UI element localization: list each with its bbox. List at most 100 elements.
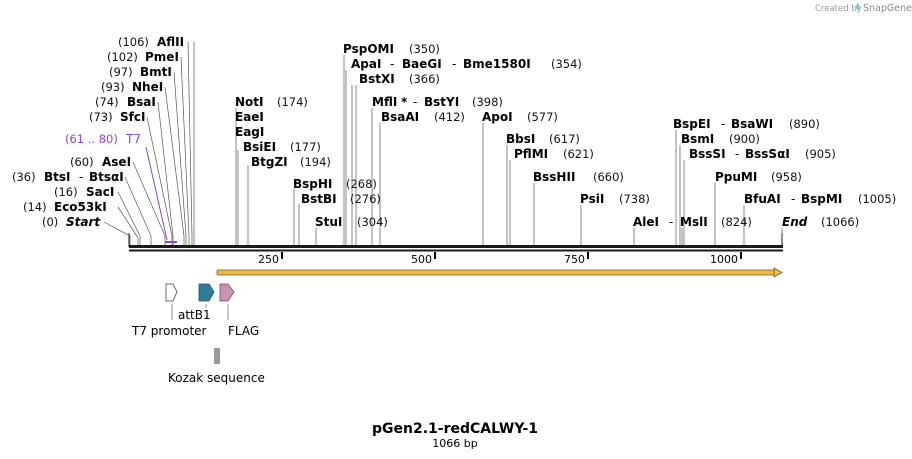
credit-brand: SnapGene [863, 3, 912, 14]
svg-text:T7: T7 [125, 132, 141, 146]
svg-text:-: - [452, 57, 456, 71]
feature-kozak[interactable]: Kozak sequence [168, 348, 265, 385]
site-btsi: (36) BtsI - BtsαI [12, 170, 124, 184]
svg-text:BsaI: BsaI [127, 95, 156, 109]
plasmid-length: 1066 bp [432, 437, 477, 450]
site-bsiei: BsiEI (177) [243, 140, 321, 154]
site-aflii: (106)AflII [118, 35, 184, 49]
site-bsssi: BssSI - BssSαI (905) [689, 147, 836, 161]
svg-text:Eco53kI: Eco53kI [54, 200, 107, 214]
svg-text:*: * [401, 95, 408, 109]
site-bsaai: BsaAI(412) [381, 110, 465, 124]
svg-text:(174): (174) [277, 95, 308, 109]
svg-text:BssHII: BssHII [533, 170, 575, 184]
site-nhei: (93)NheI [101, 80, 163, 94]
site-leader-lines [103, 41, 783, 246]
svg-text:BsmI: BsmI [681, 132, 714, 146]
svg-text:StuI: StuI [315, 215, 342, 229]
site-pmei: (102)PmeI [107, 50, 179, 64]
svg-text:(905): (905) [805, 147, 836, 161]
svg-text:BssSI: BssSI [689, 147, 726, 161]
svg-text:PpuMI: PpuMI [715, 170, 757, 184]
svg-text:NotI: NotI [235, 95, 264, 109]
svg-text:(177): (177) [290, 140, 321, 154]
svg-text:(60): (60) [70, 155, 94, 169]
ruler-label-1000: 1000 [710, 253, 738, 266]
kozak-box [214, 348, 220, 364]
svg-text:(106): (106) [118, 35, 149, 49]
svg-text:BsiEI: BsiEI [243, 140, 276, 154]
svg-text:BtsαI: BtsαI [89, 170, 124, 184]
ruler-label-250: 250 [258, 253, 279, 266]
sequence-backbone [128, 233, 783, 252]
svg-text:Bme1580I: Bme1580I [463, 57, 531, 71]
svg-text:AseI: AseI [102, 155, 131, 169]
svg-text:(824): (824) [721, 215, 752, 229]
site-psii: PsiI(738) [580, 192, 650, 206]
svg-text:(102): (102) [107, 50, 138, 64]
svg-text:-: - [721, 117, 725, 131]
leader-eco53ki [117, 206, 139, 239]
svg-text:(93): (93) [101, 80, 125, 94]
ruler-label-500: 500 [411, 253, 432, 266]
svg-text:(398): (398) [472, 95, 503, 109]
svg-text:MflI: MflI [372, 95, 397, 109]
svg-text:SacI: SacI [86, 185, 114, 199]
svg-text:(354): (354) [551, 57, 582, 71]
site-start: (0)Start [42, 215, 101, 229]
svg-text:EagI: EagI [235, 125, 264, 139]
svg-text:-: - [735, 147, 739, 161]
svg-text:(74): (74) [95, 95, 119, 109]
feature-flag[interactable]: FLAG [219, 283, 259, 338]
svg-text:(1066): (1066) [821, 215, 859, 229]
leader-nhei [164, 86, 185, 237]
feature-t7-promoter[interactable]: T7 promoter [131, 283, 207, 338]
svg-text:End: End [782, 215, 808, 229]
t7-promoter-label: T7 promoter [131, 324, 207, 338]
svg-text:MslI: MslI [680, 215, 708, 229]
leader-bsai [157, 101, 174, 237]
site-bsshii: BssHII(660) [533, 170, 624, 184]
leader-t7 [145, 146, 168, 241]
t7-promoter-arrow [165, 283, 178, 302]
svg-text:(268): (268) [346, 177, 377, 191]
site-btgzi: BtgZI(194) [251, 155, 331, 169]
t7-segment [165, 241, 177, 243]
svg-text:(890): (890) [789, 117, 820, 131]
leader-start [103, 221, 131, 237]
svg-text:BstYI: BstYI [424, 95, 459, 109]
svg-text:SfcI: SfcI [120, 110, 145, 124]
site-bstbi: BstBI(276) [301, 192, 381, 206]
svg-text:PflMI: PflMI [514, 147, 548, 161]
leader-sfci [146, 116, 173, 237]
flag-arrow [219, 283, 235, 302]
site-stui: StuI (304) [315, 215, 388, 229]
svg-text:-: - [791, 192, 795, 206]
site-pspomi: PspOMI(350) [343, 42, 440, 56]
site-mfli: MflI * - BstYI (398) [372, 95, 503, 109]
svg-text:BtsI: BtsI [44, 170, 71, 184]
orf-bar [216, 269, 776, 276]
orf-arrow[interactable] [216, 267, 783, 278]
svg-text:BmtI: BmtI [140, 65, 172, 79]
site-end: End (1066) [782, 215, 859, 229]
svg-text:PsiI: PsiI [580, 192, 604, 206]
svg-text:BspEI: BspEI [673, 117, 711, 131]
leader-btsi [124, 176, 152, 237]
svg-text:(617): (617) [549, 132, 580, 146]
plasmid-title: pGen2.1-redCALWY-1 [372, 421, 538, 437]
site-bbsi: BbsI(617) [506, 132, 580, 146]
svg-text:(97): (97) [109, 65, 133, 79]
svg-text:(304): (304) [357, 215, 388, 229]
svg-text:BspMI: BspMI [801, 192, 842, 206]
site-bmti: (97) BmtI [109, 65, 172, 79]
site-alei: AleI - MslI (824) [633, 215, 752, 229]
svg-text:BsaAI: BsaAI [381, 110, 419, 124]
svg-text:(350): (350) [409, 42, 440, 56]
leader-aflii [187, 41, 193, 237]
svg-text:(366): (366) [409, 72, 440, 86]
svg-text:BsaWI: BsaWI [731, 117, 773, 131]
svg-text:Start: Start [66, 215, 101, 229]
feature-attb1[interactable]: attB1 [178, 283, 215, 322]
